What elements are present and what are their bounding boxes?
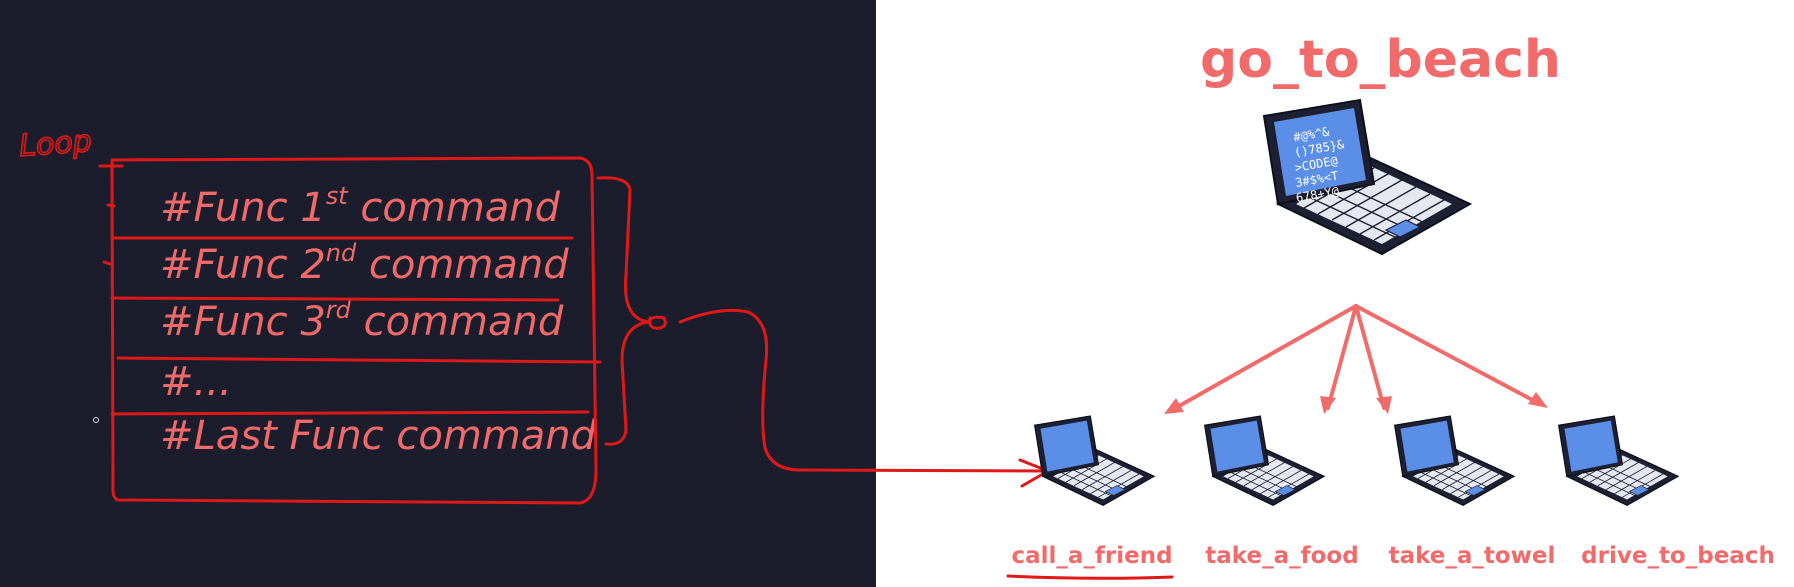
tick-mark <box>102 260 112 266</box>
cursor-dot <box>93 417 99 423</box>
command-line-1: #Func 1st command <box>160 182 561 231</box>
arrow-to-take-a-towel <box>1354 304 1386 410</box>
separator-line <box>110 410 590 416</box>
command-line-4: #... <box>160 359 232 405</box>
child-label-drive-to-beach: drive_to_beach <box>1581 543 1775 569</box>
connector-line <box>678 308 1050 473</box>
command-line-5: #Last Func command <box>160 413 596 459</box>
laptop-icon-call-a-friend <box>1034 415 1155 506</box>
connector-knot <box>646 315 667 330</box>
separator-line <box>110 296 560 302</box>
screen-text-line: #@%^& <box>1292 124 1331 144</box>
loop-box <box>110 156 598 505</box>
arrow-to-drive-to-beach <box>1354 304 1542 406</box>
laptop-icon-take-a-towel <box>1394 415 1515 506</box>
arrowhead <box>1528 392 1548 408</box>
tick-mark <box>106 203 116 208</box>
command-line-3: #Func 3rd command <box>160 296 564 345</box>
child-label-take-a-food: take_a_food <box>1205 543 1359 569</box>
tick-mark <box>98 158 124 178</box>
child-label-take-a-towel: take_a_towel <box>1388 543 1556 569</box>
arrowhead <box>1164 398 1184 414</box>
separator-line <box>116 356 602 364</box>
laptop-icon-take-a-food <box>1204 415 1325 506</box>
arrowhead <box>1376 396 1392 414</box>
child-label-call-a-friend: call_a_friend <box>1011 543 1173 569</box>
arrowhead <box>1320 396 1336 414</box>
root-laptop-icon: #@%^& ()785}& >CODE@ 3#$%<T 678+Y@ <box>1263 99 1471 255</box>
handwritten-label: Loop <box>18 124 93 164</box>
arrow-to-take-a-food <box>1326 304 1358 410</box>
arrow-to-call-a-friend <box>1170 304 1358 412</box>
laptop-icon-drive-to-beach <box>1558 415 1679 506</box>
code-panel <box>0 0 876 587</box>
selection-underline <box>1006 574 1174 580</box>
command-line-2: #Func 2nd command <box>160 239 569 288</box>
root-title: go_to_beach <box>1200 30 1561 90</box>
